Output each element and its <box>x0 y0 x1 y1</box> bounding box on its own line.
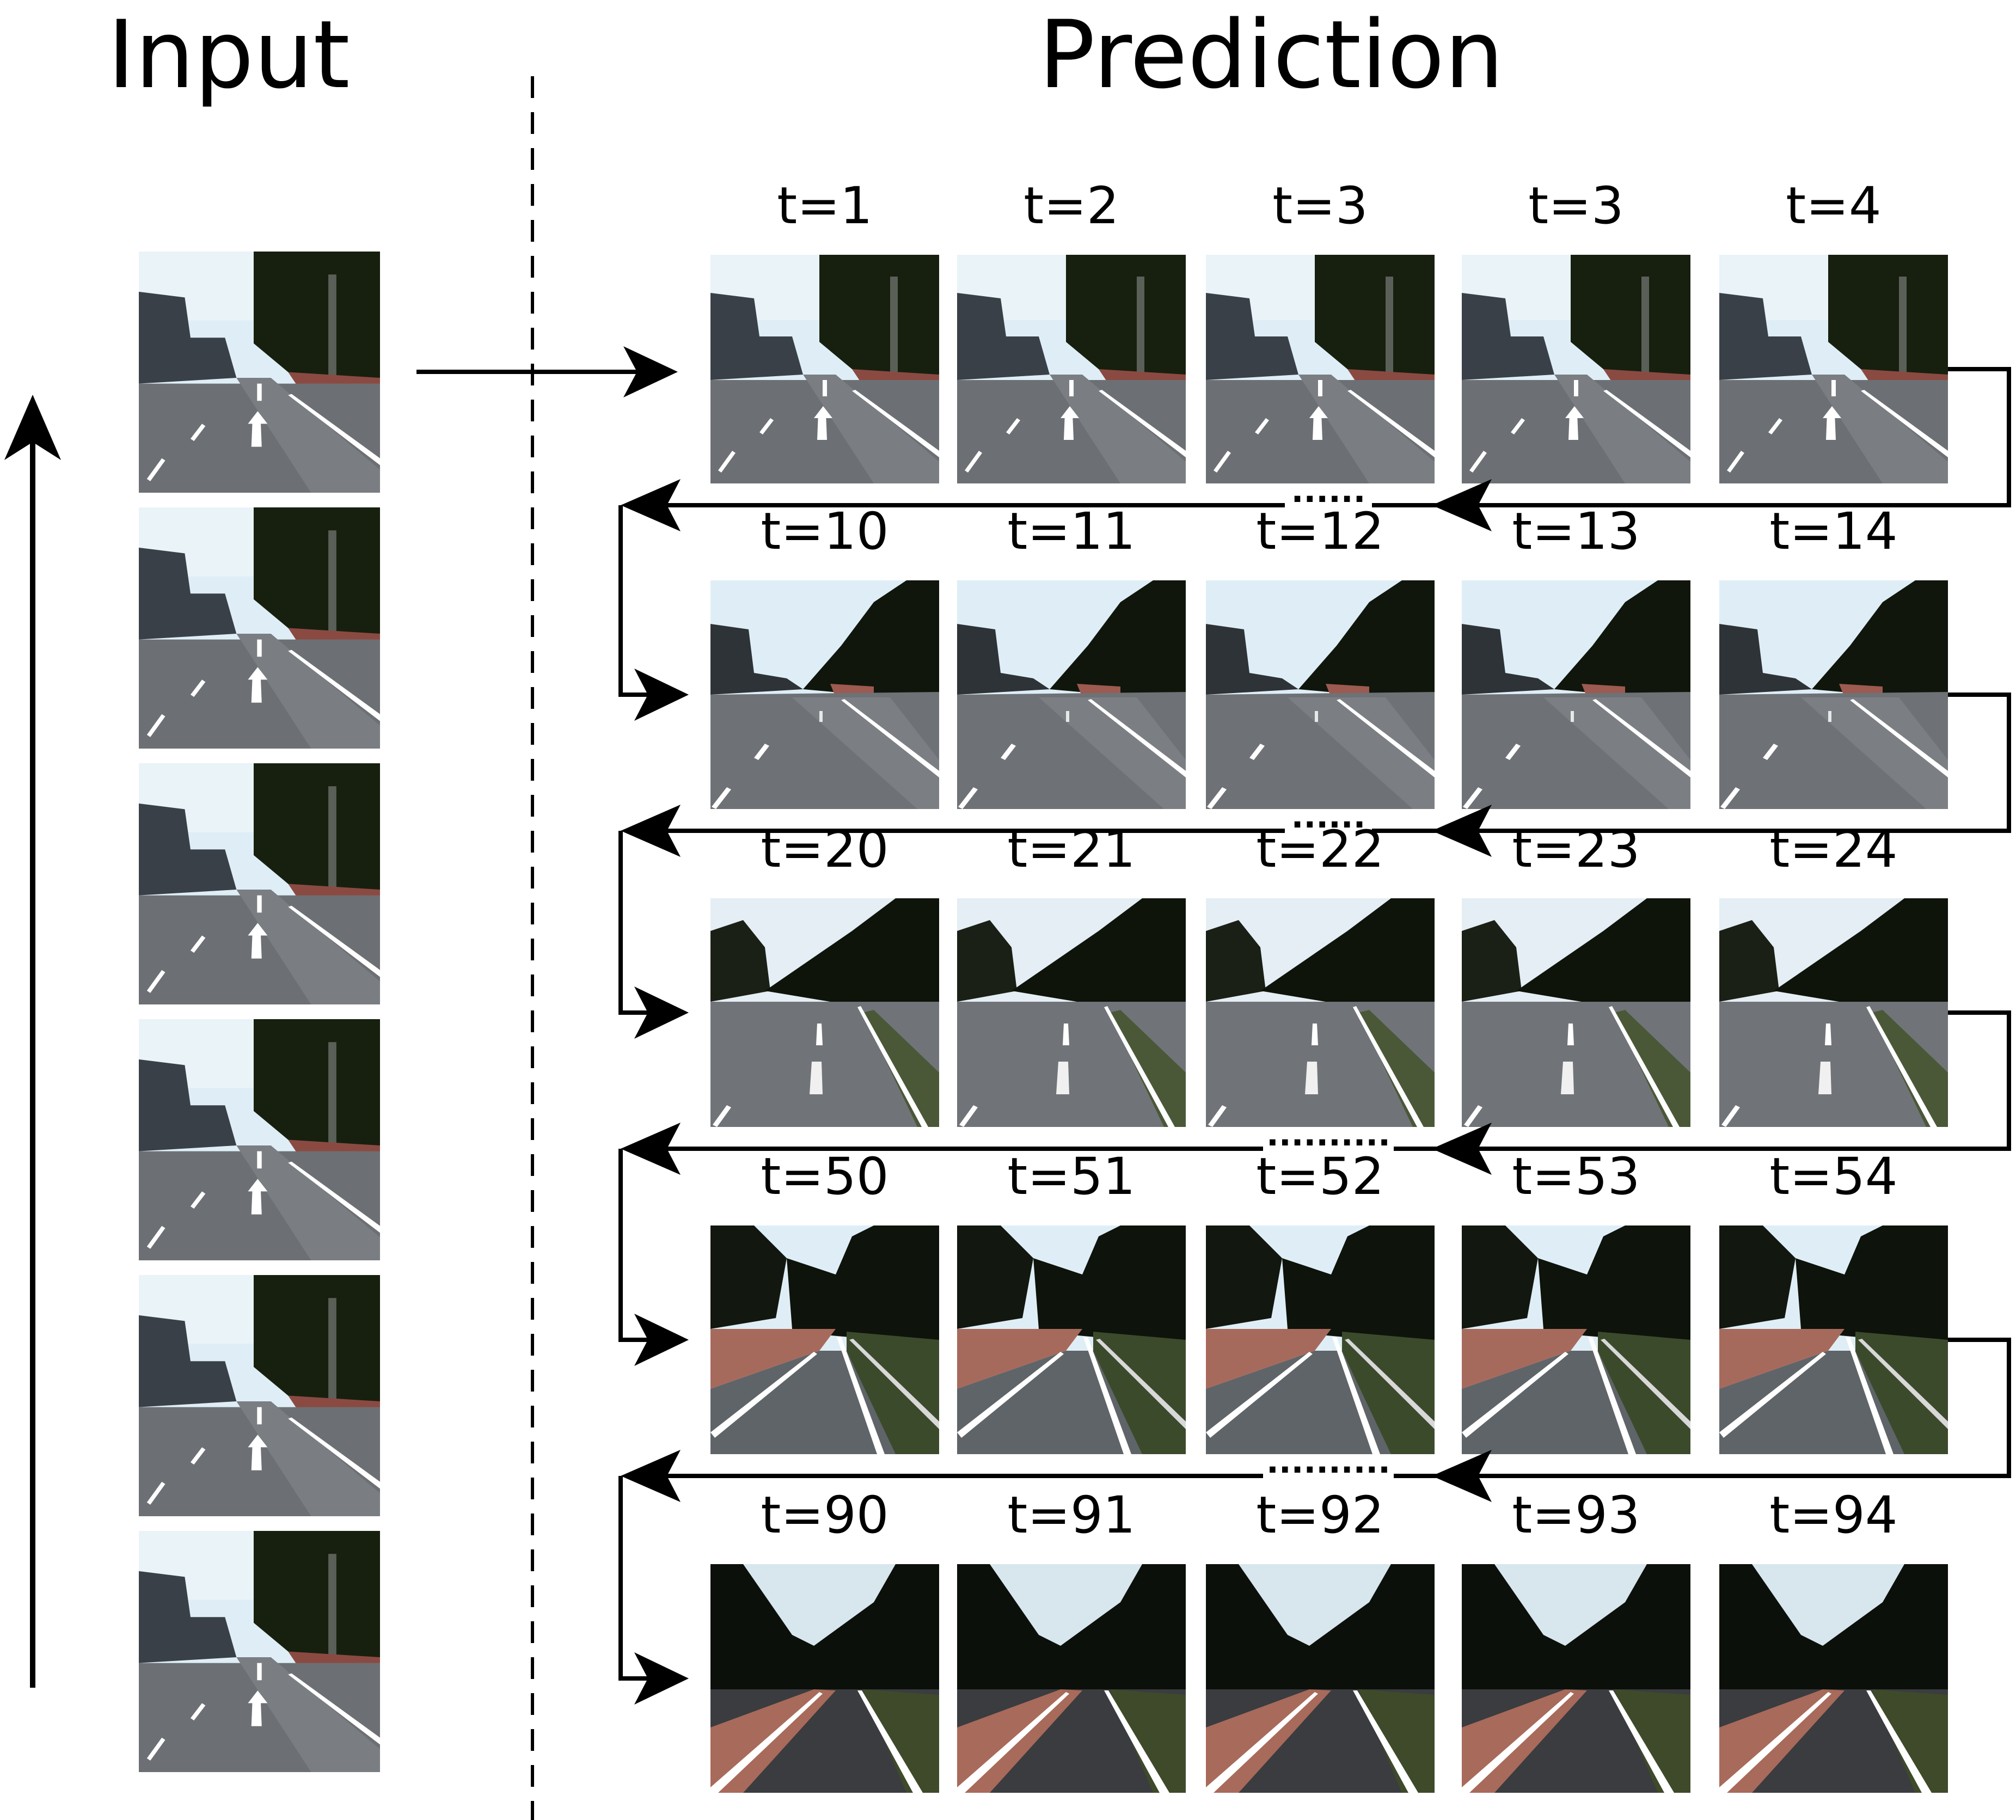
predicted-frame <box>1719 255 1948 483</box>
frame-time-label: t=11 <box>1007 502 1135 561</box>
input-frame <box>139 1531 380 1772</box>
predicted-frame <box>1206 1564 1435 1793</box>
frame-time-label: t=21 <box>1007 820 1135 879</box>
frame-time-label: t=50 <box>761 1147 888 1206</box>
frame-time-label: t=51 <box>1007 1147 1135 1206</box>
input-frame <box>139 763 380 1004</box>
frame-time-label: t=54 <box>1769 1147 1897 1206</box>
predicted-frame <box>957 580 1186 809</box>
gap-ellipsis: .......... <box>1266 1443 1390 1481</box>
predicted-frame <box>1719 1225 1948 1454</box>
predicted-frame <box>1719 898 1948 1127</box>
frame-time-label: t=12 <box>1256 502 1384 561</box>
prediction-row: t=50 t=51 t=52 t=53 t=54.......... <box>618 1147 2011 1705</box>
frame-time-label: t=20 <box>761 820 888 879</box>
feedback-arrow: .......... <box>618 1338 2011 1705</box>
predicted-frame <box>1462 898 1690 1127</box>
predicted-frame <box>710 1564 939 1793</box>
predicted-frame <box>957 1564 1186 1793</box>
predicted-frame <box>957 255 1186 483</box>
frame-time-label: t=2 <box>1024 176 1119 236</box>
predicted-frame <box>1206 898 1435 1127</box>
frame-time-label: t=94 <box>1769 1486 1897 1545</box>
frame-time-label: t=92 <box>1256 1486 1384 1545</box>
predicted-frame <box>1719 1564 1948 1793</box>
prediction-row: t=10 t=11 t=12 t=13 t=14...... <box>618 502 2011 1039</box>
prediction-row: t=20 t=21 t=22 t=23 t=24.......... <box>618 820 2011 1366</box>
predicted-frame <box>710 898 939 1127</box>
feedback-arrow: ...... <box>618 693 2011 1039</box>
frame-time-label: t=24 <box>1769 820 1897 879</box>
predicted-frame <box>1206 580 1435 809</box>
predicted-frame <box>957 1225 1186 1454</box>
time-axis-arrow <box>4 395 61 1688</box>
input-frame <box>139 507 380 749</box>
frame-time-label: t=23 <box>1512 820 1640 879</box>
gap-ellipsis: .......... <box>1266 1116 1390 1154</box>
input-frame <box>139 1275 380 1516</box>
predicted-frame <box>957 898 1186 1127</box>
input-frame <box>139 1019 380 1260</box>
frame-time-label: t=91 <box>1007 1486 1135 1545</box>
frame-time-label: t=3 <box>1272 176 1368 236</box>
predicted-frame <box>1462 580 1690 809</box>
frame-time-label: t=14 <box>1769 502 1897 561</box>
input-frames <box>139 252 380 1772</box>
prediction-heading: Prediction <box>1039 0 1504 109</box>
predicted-frame <box>1206 255 1435 483</box>
predicted-frame <box>1206 1225 1435 1454</box>
input-frame <box>139 252 380 493</box>
predicted-frame <box>1462 255 1690 483</box>
predicted-frame <box>1462 1225 1690 1454</box>
frame-time-label: t=90 <box>761 1486 888 1545</box>
frame-time-label: t=52 <box>1256 1147 1384 1206</box>
predicted-frame <box>710 1225 939 1454</box>
frame-time-label: t=10 <box>761 502 888 561</box>
input-heading: Input <box>107 0 350 109</box>
frame-time-label: t=22 <box>1256 820 1384 879</box>
predicted-frame <box>710 580 939 809</box>
frame-time-label: t=3 <box>1528 176 1623 236</box>
predicted-frame <box>710 255 939 483</box>
frame-time-label: t=13 <box>1512 502 1640 561</box>
feedback-arrow: ...... <box>618 367 2011 721</box>
predicted-frame <box>1462 1564 1690 1793</box>
gap-ellipsis: ...... <box>1291 472 1366 510</box>
gap-ellipsis: ...... <box>1291 798 1366 836</box>
frame-time-label: t=53 <box>1512 1147 1640 1206</box>
predicted-frame <box>1719 580 1948 809</box>
input-to-prediction-arrow <box>416 346 678 397</box>
feedback-arrow: .......... <box>618 1010 2011 1366</box>
prediction-row: t=90 t=91 t=92 t=93 t=94 <box>710 1486 1948 1793</box>
frame-time-label: t=1 <box>777 176 872 236</box>
frame-time-label: t=4 <box>1786 176 1881 236</box>
prediction-row: t=1 t=2 t=3 t=3 t=4...... <box>618 176 2011 721</box>
frame-time-label: t=93 <box>1512 1486 1640 1545</box>
